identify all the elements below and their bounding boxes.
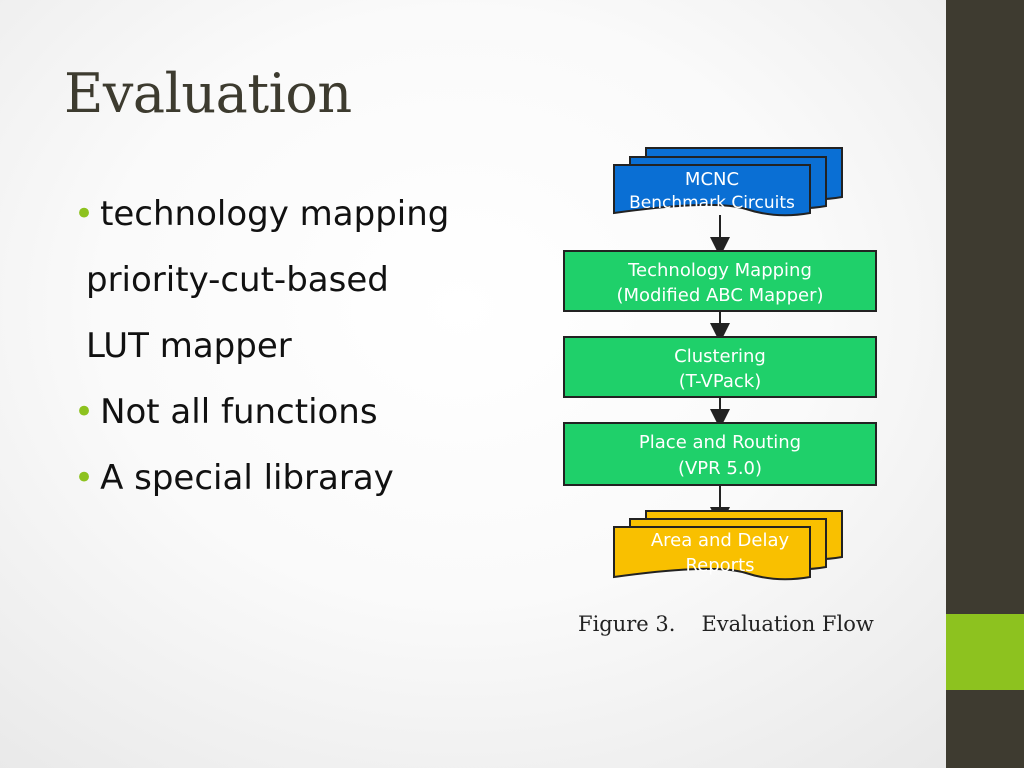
caption-label: Figure 3. bbox=[578, 612, 676, 636]
bullet-icon: • bbox=[74, 392, 95, 432]
process-box-line2: (T-VPack) bbox=[679, 371, 762, 392]
input-document-line1: MCNC bbox=[685, 169, 739, 190]
bullet-icon: • bbox=[74, 194, 95, 234]
figure-caption: Figure 3. Evaluation Flow bbox=[578, 612, 874, 636]
input-document-line2: Benchmark Circuits bbox=[629, 193, 795, 213]
process-box-clustering: Clustering (T-VPack) bbox=[563, 336, 877, 398]
bullet-text: LUT mapper bbox=[86, 326, 292, 366]
process-box-line2: (VPR 5.0) bbox=[678, 458, 762, 479]
output-document-line1: Area and Delay bbox=[651, 530, 790, 551]
evaluation-flow-diagram: MCNC Benchmark Circuits Technology Mappi… bbox=[560, 145, 890, 595]
bullet-item: •technology mapping bbox=[74, 188, 449, 254]
output-document-line2: Reports bbox=[685, 555, 754, 576]
process-box-line1: Place and Routing bbox=[639, 432, 801, 453]
output-document-front bbox=[613, 526, 811, 581]
caption-text: Evaluation Flow bbox=[701, 612, 874, 636]
process-box-line1: Technology Mapping bbox=[627, 260, 812, 281]
input-document-shape: MCNC Benchmark Circuits bbox=[613, 147, 843, 217]
sidebar-accent-block bbox=[946, 614, 1024, 690]
bullet-text: Not all functions bbox=[100, 392, 378, 432]
process-box-place-and-routing: Place and Routing (VPR 5.0) bbox=[563, 422, 877, 486]
slide-title: Evaluation bbox=[64, 62, 352, 125]
bullet-list: •technology mapping priority-cut-based L… bbox=[74, 188, 449, 518]
bullet-continuation: LUT mapper bbox=[74, 320, 449, 386]
process-box-line2: (Modified ABC Mapper) bbox=[616, 285, 823, 306]
output-document-shape: Area and Delay Reports bbox=[613, 510, 843, 581]
process-box-technology-mapping: Technology Mapping (Modified ABC Mapper) bbox=[563, 250, 877, 312]
bullet-item: •A special libraray bbox=[74, 452, 449, 518]
bullet-text: technology mapping bbox=[100, 194, 450, 234]
input-document-front bbox=[613, 164, 811, 217]
bullet-item: •Not all functions bbox=[74, 386, 449, 452]
bullet-continuation: priority-cut-based bbox=[74, 254, 449, 320]
bullet-text: A special libraray bbox=[100, 458, 394, 498]
bullet-icon: • bbox=[74, 458, 95, 498]
bullet-text: priority-cut-based bbox=[86, 260, 389, 300]
process-box-line1: Clustering bbox=[674, 346, 766, 367]
